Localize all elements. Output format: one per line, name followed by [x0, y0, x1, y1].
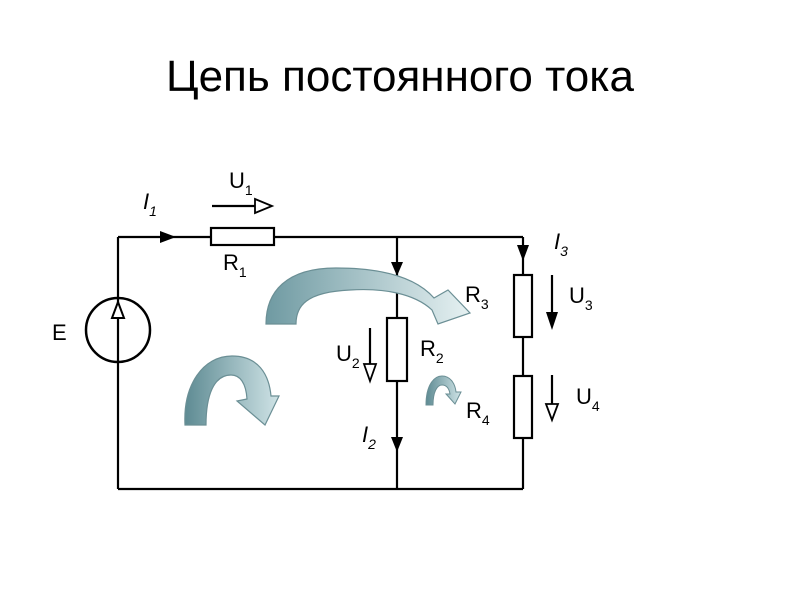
current-arrow-I1-icon	[160, 231, 176, 243]
loop-arrow-left-icon	[184, 355, 280, 426]
label-E: E	[52, 320, 67, 345]
voltage-arrow-U4-icon	[544, 375, 560, 423]
current-arrow-mid-top-icon	[391, 262, 403, 276]
voltage-arrow-U1-icon	[212, 197, 275, 215]
current-arrow-I2-icon	[391, 437, 403, 452]
loop-arrow-top-icon	[265, 267, 472, 325]
label-U1: U1	[229, 168, 253, 198]
label-R4: R4	[466, 398, 490, 428]
resistor-R3	[512, 273, 534, 339]
voltage-arrow-U2-icon	[362, 328, 378, 384]
label-U2: U2	[336, 341, 360, 371]
voltage-source-E	[84, 296, 152, 364]
label-U4: U4	[576, 384, 600, 414]
resistor-R2	[385, 316, 409, 383]
current-arrow-I3-icon	[517, 245, 529, 261]
page-title: Цепь постоянного тока	[166, 52, 634, 101]
label-I2: I2	[362, 422, 376, 452]
label-R3: R3	[465, 282, 489, 312]
label-I1: I1	[143, 189, 157, 219]
label-I3: I3	[554, 229, 568, 259]
resistor-R4	[512, 374, 534, 440]
resistor-R1	[209, 226, 276, 247]
label-U3: U3	[569, 283, 593, 313]
voltage-arrow-U3-icon	[546, 275, 558, 330]
loop-arrow-small-icon	[425, 375, 462, 406]
label-R2: R2	[420, 336, 444, 366]
label-R1: R1	[223, 250, 247, 280]
